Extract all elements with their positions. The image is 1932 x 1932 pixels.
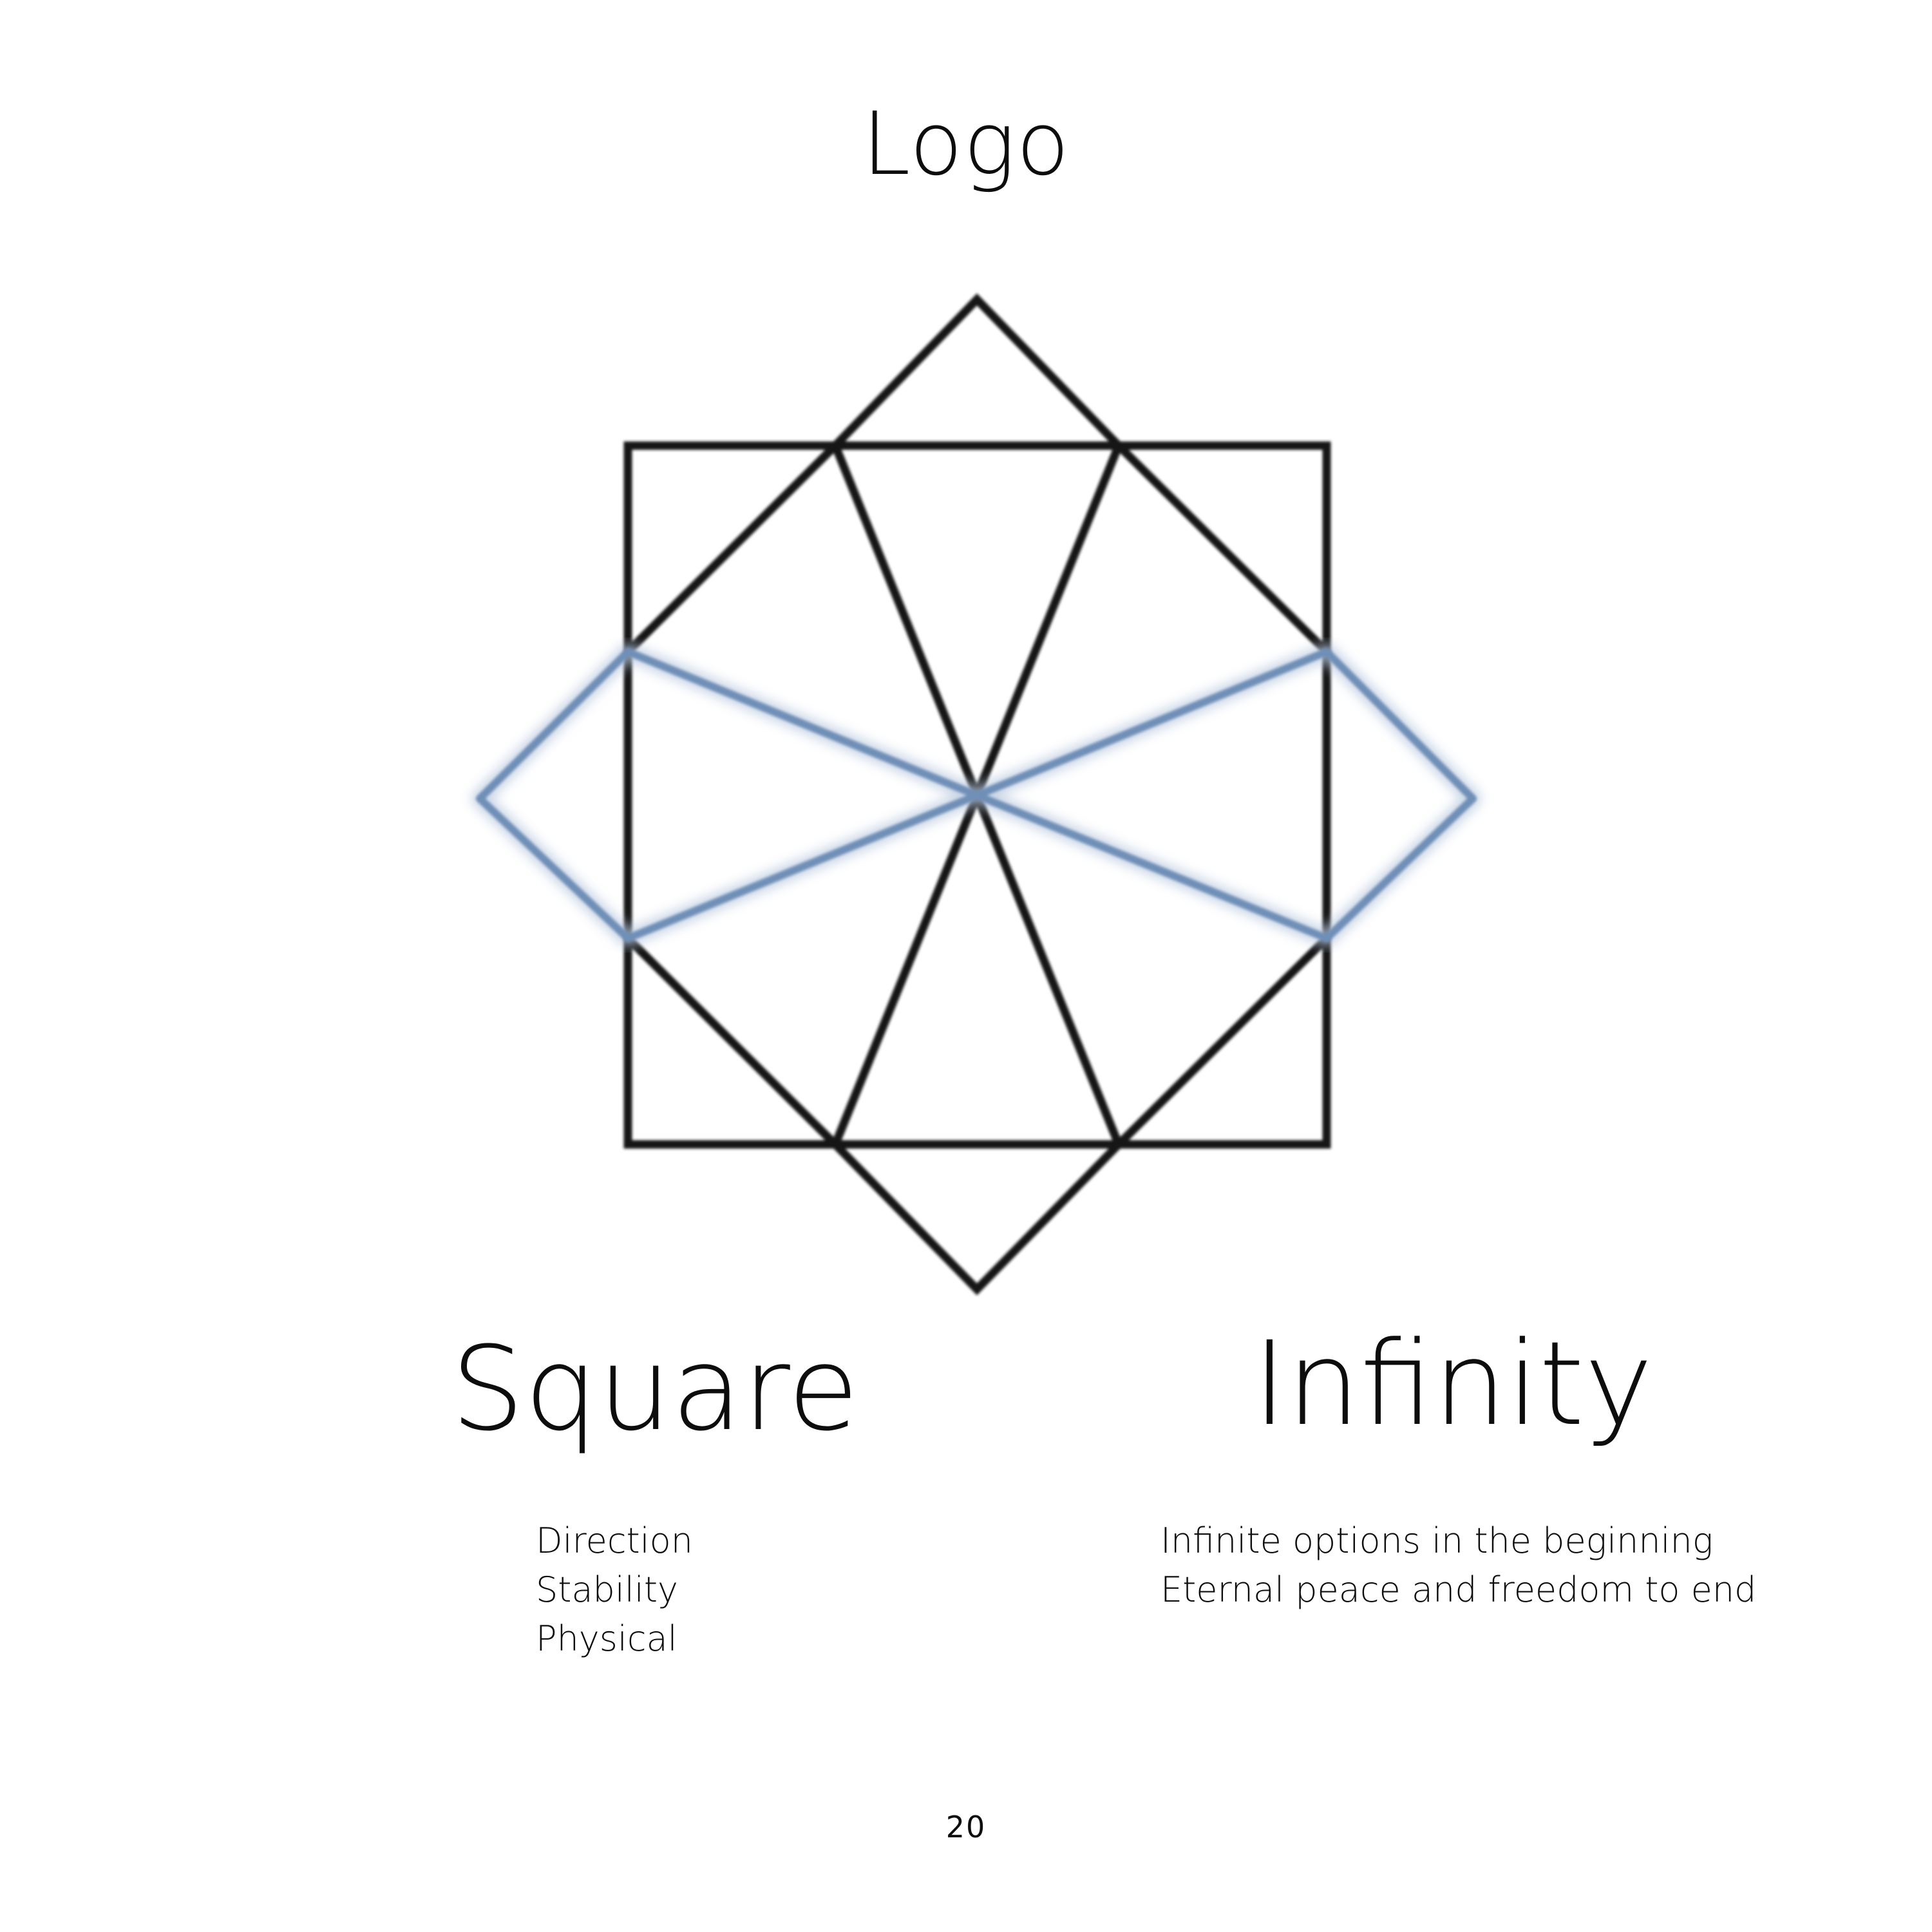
- logo-outline: [623, 293, 1331, 1296]
- list-item: Physical: [536, 1618, 677, 1659]
- list-item: Direction: [536, 1520, 693, 1561]
- logo-top-tip: [831, 293, 1123, 450]
- infinity-attributes-list: Infinite options in the beginning Eterna…: [1160, 1517, 1756, 1615]
- square-attributes-list: Direction Stability Physical: [536, 1517, 693, 1663]
- logo-square: [623, 441, 1331, 1149]
- logo-bottom-tip: [831, 1140, 1123, 1296]
- logo-spoke: [831, 791, 981, 1149]
- logo-diagonal: [623, 934, 840, 1149]
- page-title: Logo: [862, 93, 1070, 194]
- logo-spoke: [831, 441, 981, 800]
- list-item: Stability: [536, 1569, 678, 1610]
- infinity-heading: Infinity: [1253, 1317, 1653, 1452]
- list-item: Eternal peace and freedom to end: [1160, 1569, 1757, 1610]
- page-number: 20: [945, 1810, 987, 1844]
- logo-infinity-shape: [476, 648, 1477, 942]
- list-item: Infinite options in the beginning: [1160, 1520, 1714, 1561]
- logo-spoke: [972, 791, 1123, 1149]
- logo-diagonal: [623, 441, 840, 656]
- square-heading: Square: [451, 1322, 859, 1457]
- logo-diagonal: [1114, 934, 1331, 1149]
- logo-diagonal: [1114, 441, 1331, 656]
- logo-spoke: [972, 441, 1123, 800]
